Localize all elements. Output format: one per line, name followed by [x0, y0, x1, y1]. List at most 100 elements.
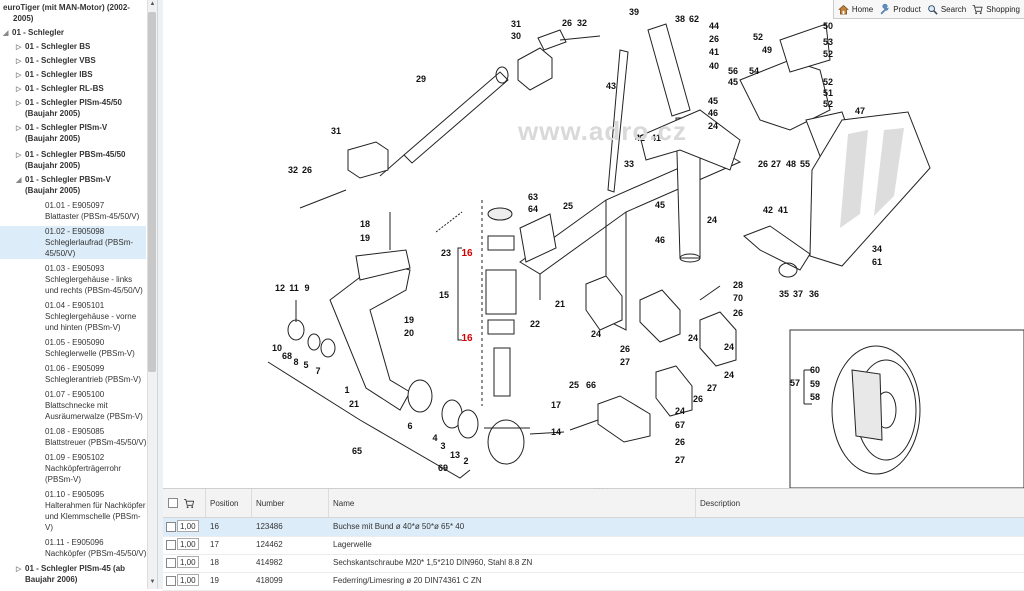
tree-item[interactable]: Nachköpferträgerrohr	[45, 463, 121, 474]
tree-item[interactable]: ▷01 - Schlegler RL-BS	[16, 83, 104, 95]
callout-position-2[interactable]: 2	[463, 456, 468, 466]
callout-position-38[interactable]: 38	[675, 14, 685, 24]
callout-position-46[interactable]: 46	[708, 108, 718, 118]
callout-position-56[interactable]: 56	[728, 66, 738, 76]
callout-position-24[interactable]: 24	[724, 370, 734, 380]
callout-position-27[interactable]: 27	[675, 455, 685, 465]
callout-position-7[interactable]: 7	[315, 366, 320, 376]
tree-item[interactable]: (Baujahr 2005)	[25, 133, 80, 144]
callout-position-45[interactable]: 45	[728, 77, 738, 87]
callout-position-13[interactable]: 13	[450, 450, 460, 460]
callout-position-35[interactable]: 35	[779, 289, 789, 299]
tree-item[interactable]: Blattaster (PBSm-45/50/V)	[45, 211, 139, 222]
header-number[interactable]: Number	[252, 489, 329, 518]
callout-position-11[interactable]: 11	[289, 283, 299, 293]
callout-position-26[interactable]: 26	[693, 394, 703, 404]
callout-position-26[interactable]: 26	[758, 159, 768, 169]
tree-item[interactable]: Blattstreuer (PBSm-45/50/V)	[45, 437, 146, 448]
expand-toggle-icon[interactable]: ▷	[16, 125, 22, 132]
callout-position-37[interactable]: 37	[793, 289, 803, 299]
callout-position-65[interactable]: 65	[352, 446, 362, 456]
header-position[interactable]: Position	[206, 489, 252, 518]
tree-item[interactable]: (Baujahr 2005)	[25, 185, 80, 196]
callout-position-51[interactable]: 51	[823, 88, 833, 98]
callout-position-16[interactable]: 16	[461, 248, 473, 259]
tree-item[interactable]: 01.01 - E905097	[45, 200, 104, 211]
callout-position-47[interactable]: 47	[855, 106, 865, 116]
row-checkbox[interactable]	[166, 558, 176, 568]
home-button[interactable]: Home	[838, 4, 873, 15]
callout-position-18[interactable]: 18	[360, 219, 370, 229]
tree-item[interactable]: 01.03 - E905093	[45, 263, 104, 274]
callout-position-42[interactable]: 42	[635, 133, 645, 143]
callout-position-24[interactable]: 24	[724, 342, 734, 352]
callout-position-30[interactable]: 30	[511, 31, 521, 41]
row-checkbox[interactable]	[166, 522, 176, 532]
callout-position-34[interactable]: 34	[872, 244, 882, 254]
callout-position-32[interactable]: 32	[577, 18, 587, 28]
callout-position-27[interactable]: 27	[771, 159, 781, 169]
callout-position-16[interactable]: 16	[461, 333, 473, 344]
tree-item[interactable]: ▷01 - Schlegler PISm-45 (ab	[16, 563, 125, 575]
callout-position-43[interactable]: 43	[606, 81, 616, 91]
callout-position-19[interactable]: 19	[404, 315, 414, 325]
scroll-down-arrow-icon[interactable]: ▼	[149, 579, 156, 585]
callout-position-26[interactable]: 26	[709, 34, 719, 44]
callout-position-36[interactable]: 36	[809, 289, 819, 299]
callout-position-24[interactable]: 24	[707, 215, 717, 225]
callout-position-60[interactable]: 60	[810, 365, 820, 375]
callout-position-21[interactable]: 21	[555, 299, 565, 309]
callout-position-57[interactable]: 57	[790, 378, 800, 388]
tree-item[interactable]: 2005)	[13, 13, 33, 24]
callout-position-52[interactable]: 52	[753, 32, 763, 42]
callout-position-1[interactable]: 1	[344, 385, 349, 395]
callout-position-26[interactable]: 26	[302, 165, 312, 175]
tree-item[interactable]: 01.07 - E905100	[45, 389, 104, 400]
callout-position-31[interactable]: 31	[331, 126, 341, 136]
callout-position-41[interactable]: 41	[651, 133, 661, 143]
callout-position-4[interactable]: 4	[432, 433, 437, 443]
callout-position-58[interactable]: 58	[810, 392, 820, 402]
callout-position-12[interactable]: 12	[275, 283, 285, 293]
callout-position-61[interactable]: 61	[872, 257, 882, 267]
tree-item[interactable]: 01.08 - E905085	[45, 426, 104, 437]
tree-item[interactable]: 01.04 - E905101	[45, 300, 104, 311]
callout-position-31[interactable]: 31	[511, 19, 521, 29]
callout-position-23[interactable]: 23	[441, 248, 451, 258]
tree-item[interactable]: ▷01 - Schlegler IBS	[16, 69, 93, 81]
tree-item[interactable]: V)	[45, 522, 53, 533]
expand-toggle-icon[interactable]: ▷	[16, 100, 22, 107]
quantity-input[interactable]: 1,00	[177, 574, 199, 586]
callout-position-10[interactable]: 10	[272, 343, 282, 353]
callout-position-25[interactable]: 25	[563, 201, 573, 211]
shopping-button[interactable]: Shopping	[972, 4, 1020, 15]
callout-position-45[interactable]: 45	[655, 200, 665, 210]
tree-item[interactable]: Schleglerwelle (PBSm-V)	[45, 348, 135, 359]
scroll-up-arrow-icon[interactable]: ▲	[149, 1, 156, 7]
tree-item[interactable]: ▷01 - Schlegler VBS	[16, 55, 96, 67]
expand-toggle-icon[interactable]: ◢	[3, 30, 9, 37]
tree-item[interactable]: und Klemmschelle (PBSm-	[45, 511, 141, 522]
quantity-input[interactable]: 1,00	[177, 538, 199, 550]
tree-scrollbar-thumb[interactable]	[148, 12, 156, 372]
callout-position-24[interactable]: 24	[708, 121, 718, 131]
product-button[interactable]: Product	[879, 3, 921, 15]
select-all-checkbox[interactable]	[168, 498, 178, 508]
tree-item[interactable]: Baujahr 2006)	[25, 574, 77, 585]
tree-item[interactable]: 01.05 - E905090	[45, 337, 104, 348]
tree-item[interactable]: Nachköpfer (PBSm-45/50/V)	[45, 548, 146, 559]
table-row[interactable]: 1,00 18 414982 Sechskantschraube M20* 1,…	[163, 554, 1024, 573]
quantity-input[interactable]: 1,00	[177, 556, 199, 568]
tree-item[interactable]: ◢01 - Schlegler	[3, 27, 64, 39]
callout-position-55[interactable]: 55	[800, 159, 810, 169]
row-checkbox[interactable]	[166, 576, 176, 586]
callout-position-42[interactable]: 42	[763, 205, 773, 215]
tree-item[interactable]: 01.11 - E905096	[45, 537, 104, 548]
callout-position-53[interactable]: 53	[823, 37, 833, 47]
tree-item[interactable]: Schleglergehäuse - vorne	[45, 311, 136, 322]
callout-position-70[interactable]: 70	[733, 293, 743, 303]
callout-position-50[interactable]: 50	[823, 21, 833, 31]
tree-item[interactable]: ▷01 - Schlegler PISm-45/50	[16, 97, 122, 109]
callout-position-25[interactable]: 25	[569, 380, 579, 390]
callout-position-40[interactable]: 40	[709, 61, 719, 71]
